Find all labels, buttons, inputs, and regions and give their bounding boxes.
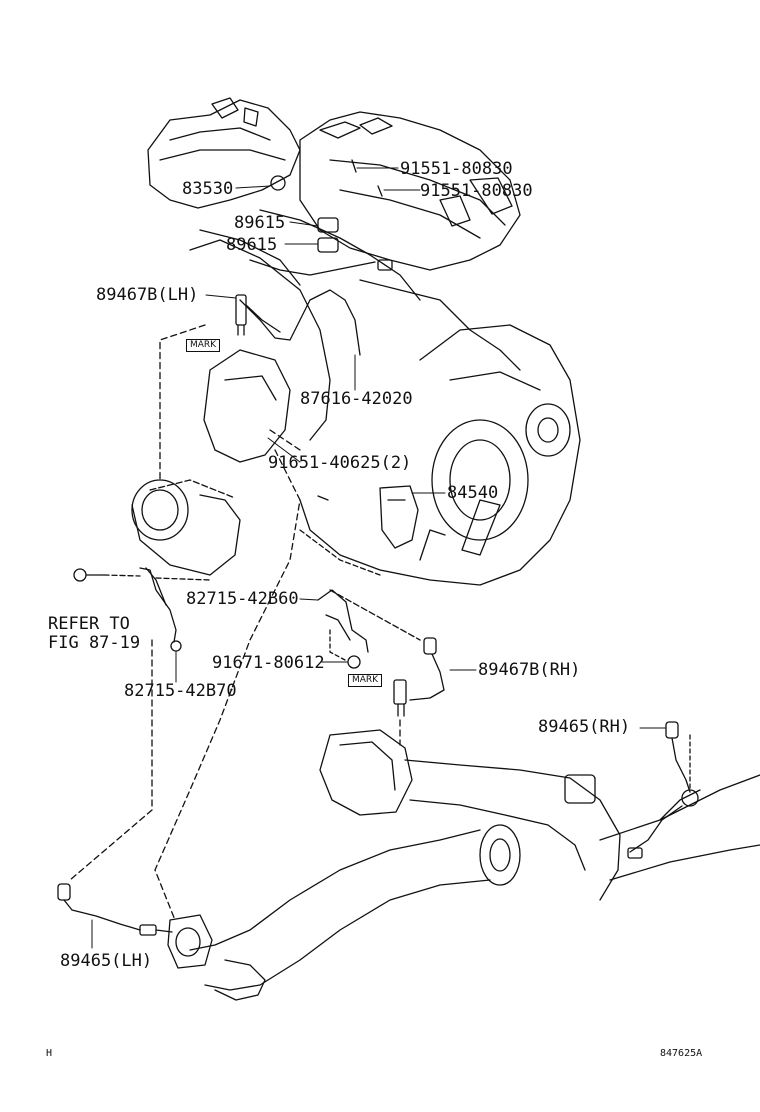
reference-dashed-lines [69,324,691,921]
label-refer-to: REFER TO [48,614,130,634]
label-91551-80830-top: 91551-80830 [400,159,513,179]
label-89467b-lh: 89467B(LH) [96,285,199,305]
mark-box-rh: MARK [348,674,383,687]
o2-sensor-89465-rh [627,721,699,859]
corner-code-left: H [46,1048,53,1059]
label-82715-42b60: 82715-42B60 [186,589,299,609]
label-82715-42b70: 82715-42B70 [124,681,237,701]
label-89615-upper: 89615 [234,213,286,233]
label-91671-80612: 91671-80612 [212,653,325,673]
label-84540: 84540 [447,483,499,503]
label-87616-42020: 87616-42020 [300,389,413,409]
leader-lines [91,167,667,949]
label-89467b-rh: 89467B(RH) [478,660,581,680]
label-89615-lower: 89615 [226,235,278,255]
exhaust-flange-lh [131,479,241,576]
o2-sensor-89467b-lh [235,294,281,336]
label-83530: 83530 [182,179,234,199]
o2-sensor-89465-lh [57,883,173,936]
bracket-82715-42b70 [73,567,211,652]
mark-box-lh: MARK [186,339,221,352]
label-89465-lh: 89465(LH) [60,951,153,971]
label-89465-rh: 89465(RH) [538,717,631,737]
label-fig-ref: FIG 87-19 [48,633,141,653]
bracket-82715-42b60 [317,589,369,669]
figure-code: 847625A [660,1048,703,1059]
exhaust-pipe [167,729,760,1001]
label-91551-80830-lower: 91551-80830 [420,181,533,201]
o2-sensor-89467b-rh [329,589,445,717]
label-91651-40625: 91651-40625(2) [268,453,412,473]
engine-assembly [147,97,581,586]
